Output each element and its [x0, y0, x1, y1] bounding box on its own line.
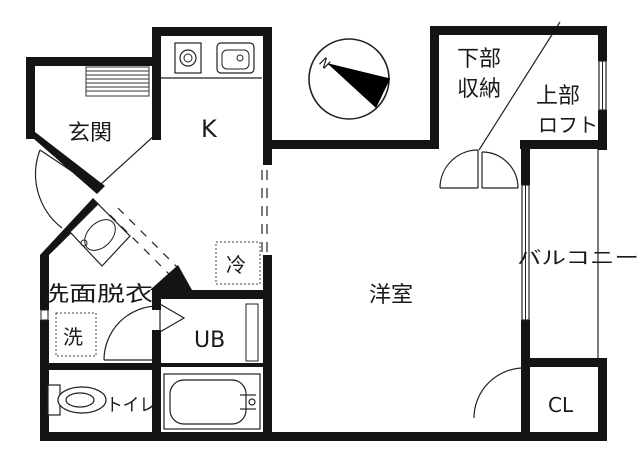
walls — [26, 26, 607, 441]
balcony-label: バルコニー — [517, 248, 639, 269]
closet-label: CL — [548, 393, 574, 417]
compass: N — [308, 38, 391, 120]
balcony-window — [40, 60, 607, 321]
toilet-label: トイレ — [106, 395, 156, 416]
bathtub — [163, 373, 261, 430]
lower-storage-label-line1: 下部 — [457, 47, 501, 72]
lower-storage-label-line2: 収納 — [457, 77, 501, 102]
refrigerator-label: 冷 — [226, 253, 246, 277]
stove — [174, 42, 202, 74]
refrigerator-spot — [215, 241, 261, 285]
upper-loft-label-line2: ロフト — [538, 113, 598, 137]
washer-spot — [55, 312, 97, 357]
kitchen-label: K — [201, 115, 218, 143]
toilet-bowl — [47, 384, 107, 416]
unit-bath-label: UB — [194, 328, 225, 353]
entrance-label: 玄関 — [68, 121, 112, 146]
kitchen-sink — [216, 42, 255, 74]
dressing-room-label: 洗面脱衣 — [41, 282, 153, 306]
washer-label: 洗 — [63, 325, 83, 349]
compass-needle-icon — [328, 64, 390, 108]
upper-loft-label-line1: 上部 — [536, 84, 580, 109]
interior-lines — [99, 21, 599, 358]
ub-shelf — [245, 303, 259, 362]
western-room-label: 洋室 — [369, 283, 413, 308]
stairs — [85, 66, 150, 97]
washbasin — [69, 203, 131, 267]
